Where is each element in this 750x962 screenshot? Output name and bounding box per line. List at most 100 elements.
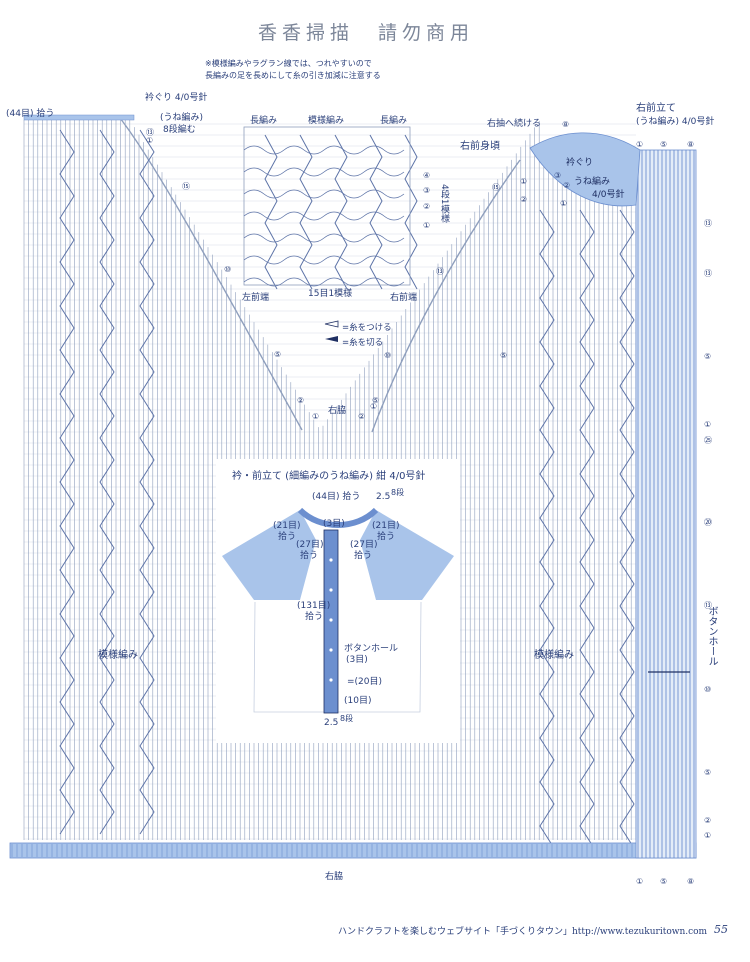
label-rows-8: 8段編む (163, 125, 196, 135)
inset-pick-27-right: (27目) (350, 540, 378, 550)
swatch-chain (243, 255, 405, 265)
footer-text: ハンドクラフトを楽しむウェブサイト「手づくりタウン」http://www.tez… (338, 927, 708, 937)
label-unami-left: (うね編み) (160, 113, 204, 123)
row-mark-right_band_top: ⑤ (660, 140, 668, 149)
label-right-front-band-sub: (うね編み) 4/0号針 (636, 117, 715, 127)
label-repeat-15: 15目1模様 (308, 289, 353, 299)
note-line-1: ※模様編みやラグラン線では、つれやすいので (205, 59, 372, 68)
row-mark-right_band_side: ② (704, 816, 712, 825)
inset-pick-131-sub: 拾う (305, 612, 324, 622)
row-mark-right_band_side: ㉕ (704, 436, 712, 445)
note-line-2: 長編みの足を長めにして糸の引き加減に注意する (205, 71, 381, 80)
inset-rows-bottom-unit: 8段 (340, 714, 354, 723)
label-right-front-edge: 右前端 (390, 293, 418, 303)
row-mark-right_neck: ② (358, 412, 366, 421)
label-moyou-top: 模様編み (308, 116, 345, 126)
row-mark-right_band_side: ⑤ (704, 352, 712, 361)
zigzag-patterns (59, 129, 635, 849)
row-mark-right_band_side: ① (704, 831, 712, 840)
row-mark-right_band_side: ⑬ (704, 601, 712, 610)
scan-header: 香香掃描 請勿商用 (258, 22, 475, 44)
right-collar-region (529, 132, 641, 207)
row-mark-right_collar: ③ (554, 171, 562, 180)
row-mark-left: ⑩ (224, 265, 232, 274)
row-mark-right_collar: ① (560, 199, 568, 208)
row-mark-center: ② (423, 202, 431, 211)
inset-pick-27-left-sub: 拾う (300, 551, 319, 561)
swatch-chain (243, 211, 405, 221)
row-mark-left: ⑤ (274, 350, 282, 359)
legend-cut-thread: =糸を切る (342, 338, 384, 348)
row-mark-right_collar: ⑧ (562, 120, 570, 129)
row-mark-left: ① (312, 412, 320, 421)
row-mark-right_band_side: ⑬ (704, 219, 712, 228)
row-mark-right_band_side: ⑬ (704, 269, 712, 278)
buttonhole-dot (329, 558, 333, 562)
row-mark-right_neck: ⑮ (492, 183, 500, 192)
label-naga-left: 長編み (250, 116, 278, 126)
inset-rows-top-unit: 8段 (391, 488, 405, 497)
collar-band (297, 507, 379, 528)
buttonhole-dot (329, 678, 333, 682)
label-pick-44: (44目) 拾う (6, 109, 55, 119)
row-mark-right_neck: ⑤ (500, 351, 508, 360)
label-naga-right: 長編み (380, 116, 408, 126)
label-left-front-edge: 左前端 (242, 293, 270, 303)
swatch-chain (243, 233, 405, 243)
row-mark-right_band_bottom: ⑤ (660, 877, 668, 886)
swatch-chain (243, 277, 405, 287)
row-mark-right_band_bottom: ① (636, 877, 644, 886)
inset-pick-21-right: (21目) (372, 521, 400, 531)
row-mark-right_neck: ② (520, 195, 528, 204)
buttonhole-dot (329, 618, 333, 622)
row-mark-right_collar: ② (563, 181, 571, 190)
right-neckline (371, 159, 521, 433)
label-unami-right: うね編み (574, 177, 611, 187)
swatch-chain (243, 167, 405, 177)
inset-buttonhole: ボタンホール (344, 644, 399, 654)
row-mark-right_band_side: ⑳ (704, 518, 712, 527)
label-side-bottom: 右脇 (325, 872, 344, 882)
row-mark-right_band_bottom: ⑧ (687, 877, 695, 886)
row-mark-right_neck: ⑩ (384, 351, 392, 360)
row-mark-right_band_side: ⑤ (704, 768, 712, 777)
row-mark-right_neck: ⑤ (372, 396, 380, 405)
inset-pick-27-left: (27目) (296, 540, 324, 550)
legend-attach-thread: =糸をつける (342, 323, 392, 333)
inset-buttonhole-sub: (3目) (346, 655, 368, 665)
inset-pick-3: (3目) (323, 519, 345, 529)
row-mark-right_band_side: ⑩ (704, 685, 712, 694)
inset-span-10: (10目) (344, 696, 372, 706)
row-mark-left: ⑮ (182, 182, 190, 191)
inset-pick-21-left: (21目) (273, 521, 301, 531)
row-mark-right_band_top: ① (636, 140, 644, 149)
label-attach-right: 右抽へ続ける (487, 119, 542, 129)
row-mark-right_band_top: ⑧ (687, 140, 695, 149)
inset-rows-bottom: 2.5 (324, 718, 339, 728)
row-mark-left: ⑬ (146, 128, 154, 137)
label-neck-left: 衿ぐり 4/0号針 (145, 93, 208, 103)
row-mark-center: ③ (423, 186, 431, 195)
left-sleeve (222, 510, 316, 600)
inset-pick-21-right-sub: 拾う (377, 532, 396, 542)
row-mark-right_neck: ① (370, 402, 378, 411)
row-mark-center: ① (423, 221, 431, 230)
cut-thread-symbol (325, 336, 338, 342)
inset-title: 衿・前立て (細編みのうね編み) 紺 4/0号針 (232, 471, 426, 482)
label-moyou-right: 模様編み (534, 650, 574, 661)
buttonhole-dot (329, 648, 333, 652)
attach-thread-symbol (324, 320, 339, 328)
label-needle-right: 4/0号針 (592, 190, 625, 200)
label-right-front-band: 右前立て (636, 103, 676, 114)
inset-span-20: =(20目) (347, 677, 383, 687)
row-mark-left: ① (146, 136, 154, 145)
swatch-chain (243, 145, 405, 155)
inset-pick-131: (131目) (297, 601, 331, 611)
inset-rows-top: 2.5 (376, 492, 391, 502)
inset-pick-44: (44目) 拾う (312, 492, 361, 502)
row-mark-center: ⑬ (436, 267, 444, 276)
row-mark-right_band_side: ① (704, 420, 712, 429)
